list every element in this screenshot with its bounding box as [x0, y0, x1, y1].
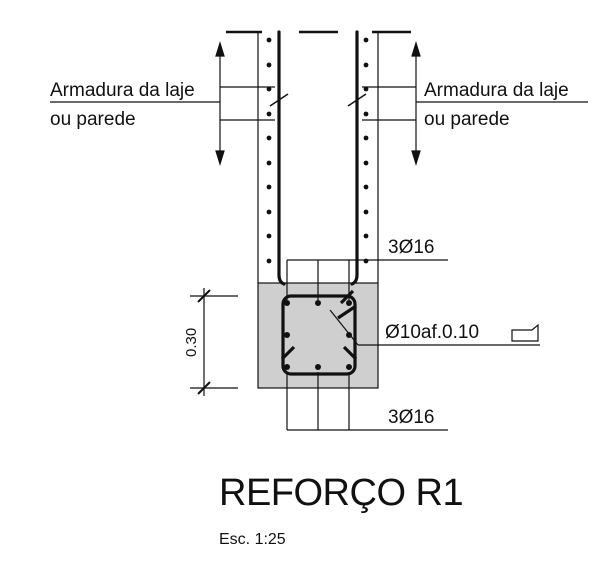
drawing-title: REFORÇO R1	[219, 472, 463, 514]
wall-bar-dot	[266, 111, 272, 117]
wall-outline	[257, 32, 379, 283]
left-leader	[50, 40, 275, 167]
wall-bar-dot	[363, 37, 369, 43]
bottom-bars-leader	[286, 372, 448, 431]
wall-bar-dot	[363, 209, 369, 215]
wall-bar-dot	[363, 258, 369, 264]
wall-bar-dot	[363, 184, 369, 190]
top-bars-leader	[286, 259, 448, 300]
wall-bar-dot	[266, 86, 272, 92]
right-reinforcement-label-line1: Armadura da laje	[424, 80, 569, 101]
wall-bar-dot	[266, 258, 272, 264]
wall-bar-dot	[266, 37, 272, 43]
stirrup-label: Ø10af.0.10	[385, 322, 479, 343]
wall-bar-dot	[266, 209, 272, 215]
stirrup-shape-icon	[511, 323, 539, 342]
drawing-scale: Esc. 1:25	[219, 531, 286, 548]
wall-bar-ticks	[269, 93, 367, 107]
right-leader	[362, 40, 588, 167]
wall-bar-dot	[266, 233, 272, 239]
wall-bar-dot	[266, 184, 272, 190]
height-dimension	[190, 288, 238, 396]
stirrup-leader	[329, 309, 540, 346]
stirrup	[280, 289, 358, 376]
top-bars-label: 3Ø16	[388, 237, 434, 258]
wall-bar-dot	[363, 62, 369, 68]
wall-bar-dot	[363, 233, 369, 239]
wall-bar-dot	[363, 111, 369, 117]
wall-bar-dot	[363, 160, 369, 166]
wall-bar-dot	[363, 135, 369, 141]
left-reinforcement-label-line1: Armadura da laje	[50, 80, 195, 101]
wall-bar-dot	[363, 86, 369, 92]
wall-distribution-bars	[266, 37, 369, 264]
left-reinforcement-label-line2: ou parede	[50, 109, 136, 130]
wall-bar-dot	[266, 135, 272, 141]
height-dimension-label: 0.30	[183, 328, 200, 357]
bottom-bars-label: 3Ø16	[388, 407, 434, 428]
wall-vertical-bars	[277, 30, 359, 286]
wall-bar-dot	[266, 62, 272, 68]
wall-bar-dot	[266, 160, 272, 166]
right-reinforcement-label-line2: ou parede	[424, 109, 510, 130]
